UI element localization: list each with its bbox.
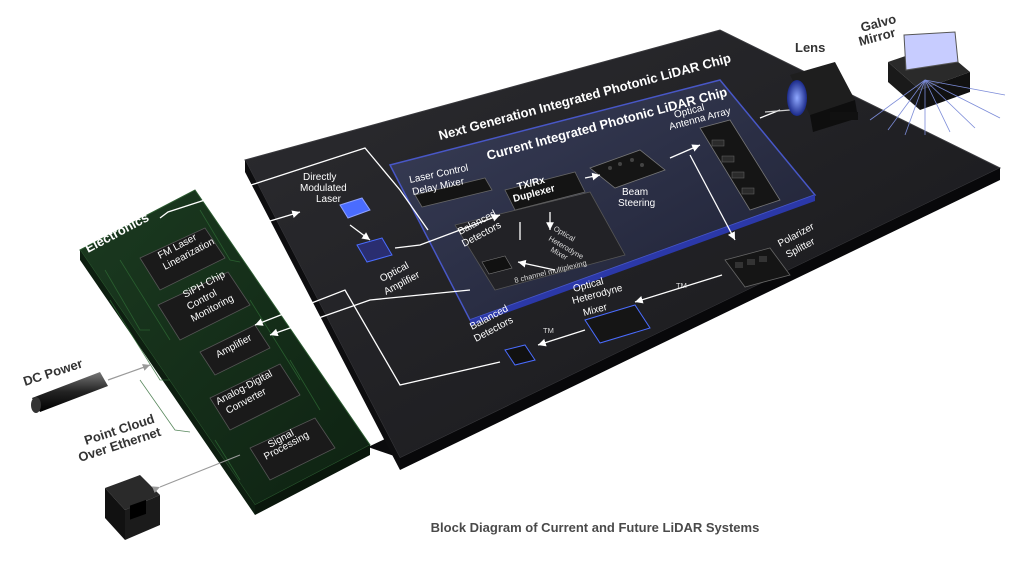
tm-label-2: TM — [543, 326, 554, 335]
tx-rx-duplexer: TX/Rx Duplexer — [504, 171, 586, 211]
svg-text:Modulated: Modulated — [300, 183, 347, 194]
tm-label-1: TM — [676, 281, 687, 290]
dc-power-connector — [31, 364, 151, 413]
svg-text:Beam: Beam — [622, 187, 648, 198]
svg-text:Directly: Directly — [303, 172, 336, 183]
amplifier-ic: Amplifier — [199, 324, 271, 376]
diagram-caption: Block Diagram of Current and Future LiDA… — [430, 520, 760, 535]
svg-text:Steering: Steering — [618, 198, 655, 209]
lens-assembly — [787, 62, 858, 132]
beam-steering: Beam Steering — [589, 149, 666, 209]
lens-label: Lens — [795, 40, 825, 55]
ethernet-jack — [105, 454, 241, 540]
svg-text:Laser: Laser — [316, 194, 342, 205]
signal-paths — [159, 109, 791, 386]
galvo-mirror — [869, 31, 1006, 136]
directly-modulated-laser: Directly Modulated Laser — [300, 172, 371, 219]
